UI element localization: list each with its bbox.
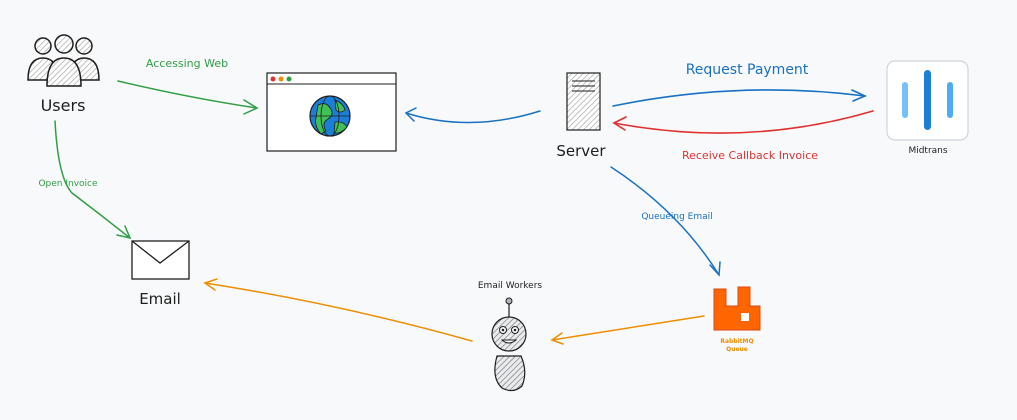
receive-callback-label: Receive Callback Invoice xyxy=(682,149,818,162)
window-close-dot xyxy=(270,76,276,82)
window-minimize-dot xyxy=(278,76,284,82)
rabbitmq-label-line2: Queue xyxy=(726,346,748,353)
edge-server-to-browser xyxy=(404,107,541,124)
edge-receive-callback xyxy=(612,110,874,134)
envelope-icon xyxy=(131,240,190,280)
robot-icon xyxy=(491,297,527,392)
users-icon xyxy=(27,34,100,87)
window-maximize-dot xyxy=(286,76,292,82)
rabbitmq-label-line1: RabbitMQ xyxy=(720,338,753,345)
users-label: Users xyxy=(41,96,86,115)
email-label: Email xyxy=(139,290,181,308)
edge-queue-to-workers xyxy=(550,315,705,345)
queueing-email-label: Queueing Email xyxy=(641,212,712,222)
server-label: Server xyxy=(556,142,606,160)
midtrans-logo-icon xyxy=(886,60,969,141)
midtrans-label: Midtrans xyxy=(908,146,947,156)
edge-queueing-email xyxy=(610,166,721,277)
request-payment-label: Request Payment xyxy=(686,62,809,78)
globe-icon xyxy=(309,95,351,137)
edge-workers-to-email xyxy=(203,278,473,342)
accessing-web-label: Accessing Web xyxy=(146,57,228,70)
open-invoice-label: Open Invoice xyxy=(38,179,98,189)
edge-request-payment xyxy=(612,89,867,107)
email-workers-label: Email Workers xyxy=(478,281,543,291)
server-icon xyxy=(566,72,601,131)
edge-accessing-web xyxy=(117,80,259,115)
edge-open-invoice xyxy=(54,120,132,240)
rabbitmq-logo-icon xyxy=(713,286,761,331)
